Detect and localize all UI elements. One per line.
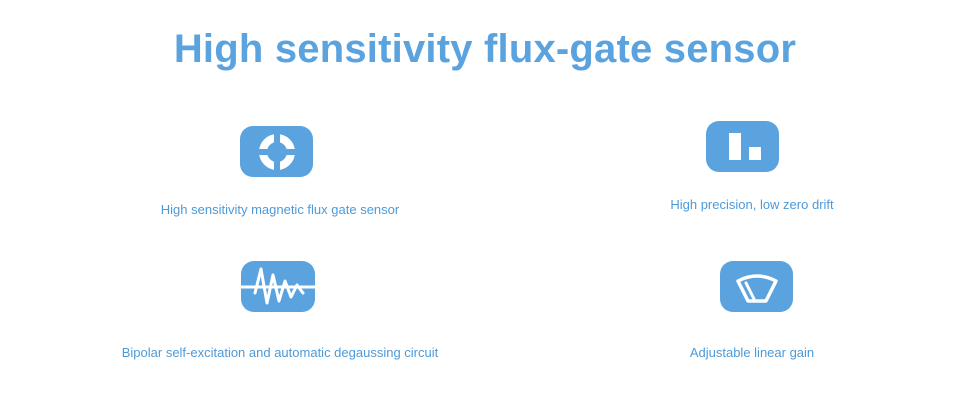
lifebuoy-icon <box>240 126 313 177</box>
feature-label-flux-gate: High sensitivity magnetic flux gate sens… <box>160 202 400 217</box>
feature-label-degaussing: Bipolar self-excitation and automatic de… <box>121 345 439 360</box>
bar-blocks-icon <box>706 121 779 172</box>
waveform-icon <box>241 261 315 312</box>
feature-label-precision: High precision, low zero drift <box>670 197 834 212</box>
wiper-gauge-icon <box>720 261 793 312</box>
feature-label-linear-gain: Adjustable linear gain <box>689 345 815 360</box>
page-title: High sensitivity flux-gate sensor <box>173 27 797 71</box>
